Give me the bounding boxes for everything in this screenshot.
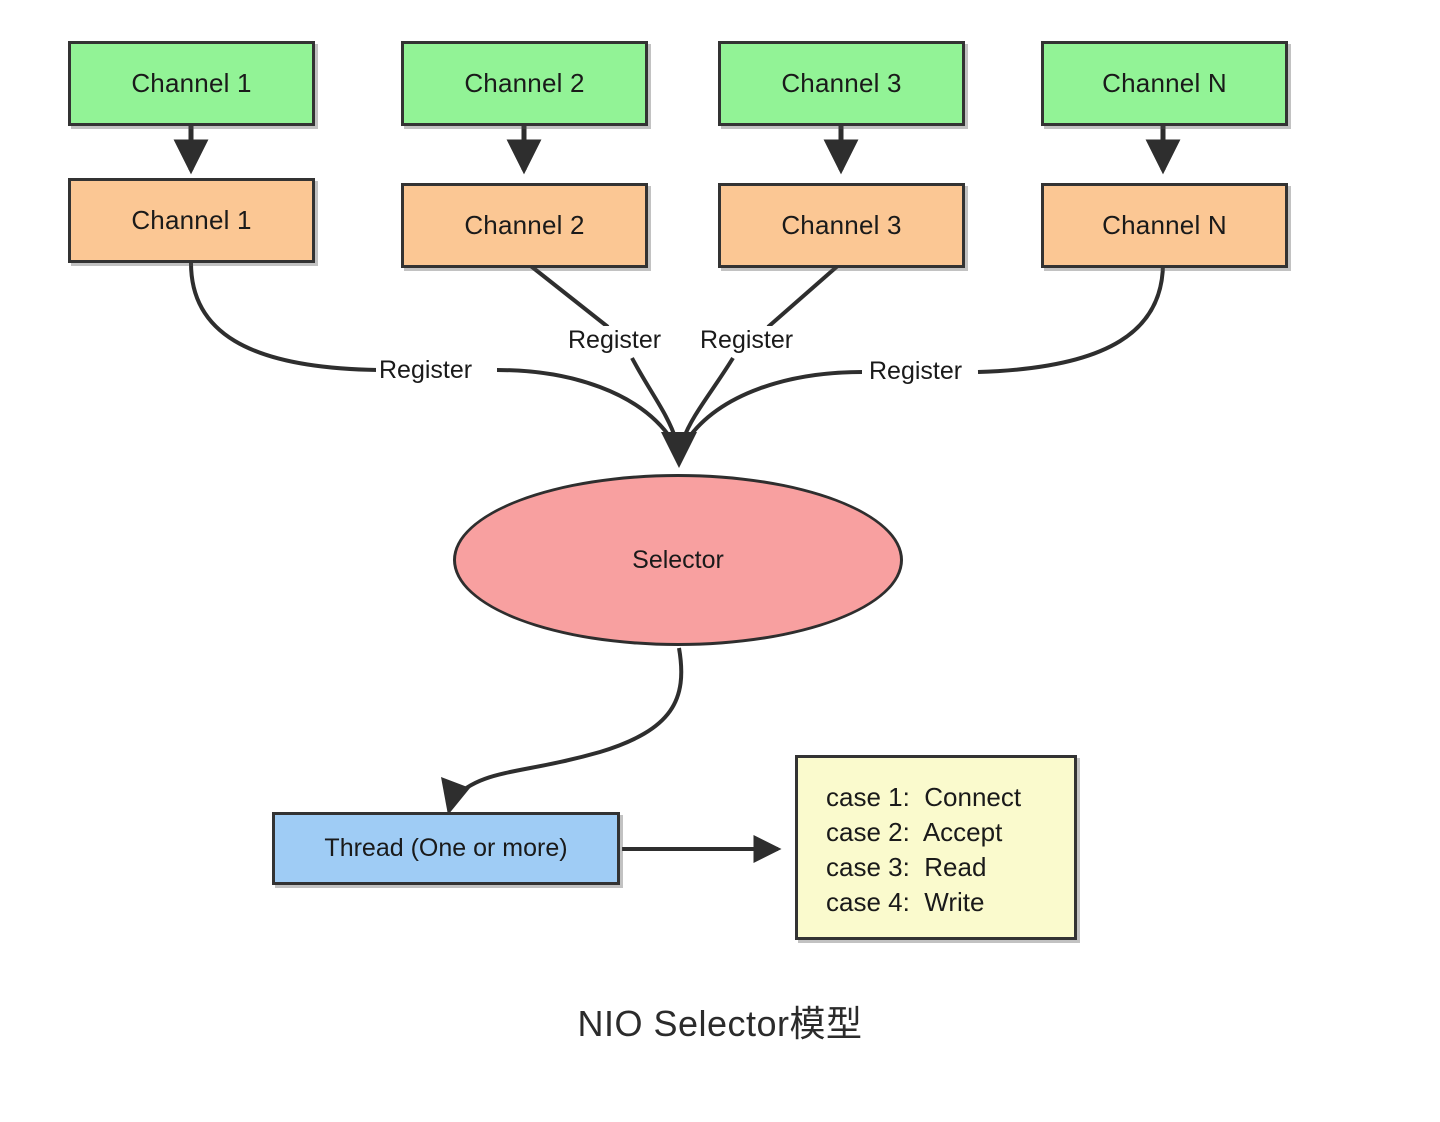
channel-box-bottom-1[interactable]: Channel 1: [68, 178, 315, 263]
register-label-1: Register: [376, 356, 476, 385]
case-line-2: case 2: Accept: [826, 817, 1003, 847]
register-curve-1a: [189, 262, 379, 372]
thread-label: Thread (One or more): [324, 834, 568, 862]
cases-box[interactable]: case 1: Connect case 2: Accept case 3: R…: [795, 755, 1077, 940]
thread-box[interactable]: Thread (One or more): [272, 812, 620, 885]
arrow-selector-to-thread-head: [441, 777, 470, 815]
channel-box-top-1-label: Channel 1: [131, 68, 252, 98]
register-label-3: Register: [697, 326, 797, 355]
channel-box-bottom-2[interactable]: Channel 2: [401, 183, 648, 268]
channel-box-bottom-3-label: Channel 3: [781, 210, 902, 240]
register-curve-3a: [766, 261, 843, 329]
channel-box-top-4-label: Channel N: [1102, 68, 1227, 98]
channel-box-top-2[interactable]: Channel 2: [401, 41, 648, 126]
diagram-caption: NIO Selector模型: [577, 1003, 863, 1044]
register-curve-4b: [685, 370, 863, 442]
selector-node[interactable]: Selector: [453, 474, 903, 646]
case-line-4: case 4: Write: [826, 887, 985, 917]
channel-box-top-3-label: Channel 3: [781, 68, 902, 98]
register-label-4: Register: [866, 357, 966, 386]
register-arrowhead: [661, 432, 697, 468]
register-curve-2a: [525, 261, 610, 329]
channel-box-bottom-4-label: Channel N: [1102, 210, 1227, 240]
channel-box-top-1[interactable]: Channel 1: [68, 41, 315, 126]
register-curve-1b: [496, 368, 674, 442]
channel-box-top-2-label: Channel 2: [464, 68, 585, 98]
channel-box-bottom-2-label: Channel 2: [464, 210, 585, 240]
register-label-2: Register: [565, 326, 665, 355]
register-curve-3b: [681, 356, 735, 441]
case-line-1: case 1: Connect: [826, 782, 1022, 812]
channel-box-top-3[interactable]: Channel 3: [718, 41, 965, 126]
channel-box-bottom-1-label: Channel 1: [131, 205, 252, 235]
selector-label: Selector: [632, 545, 724, 574]
channel-box-top-4[interactable]: Channel N: [1041, 41, 1288, 126]
channel-box-bottom-3[interactable]: Channel 3: [718, 183, 965, 268]
register-curve-2b: [630, 357, 678, 441]
channel-box-bottom-4[interactable]: Channel N: [1041, 183, 1288, 268]
case-line-3: case 3: Read: [826, 852, 987, 882]
register-curve-4a: [977, 262, 1165, 374]
arrow-selector-to-thread: [450, 647, 684, 802]
